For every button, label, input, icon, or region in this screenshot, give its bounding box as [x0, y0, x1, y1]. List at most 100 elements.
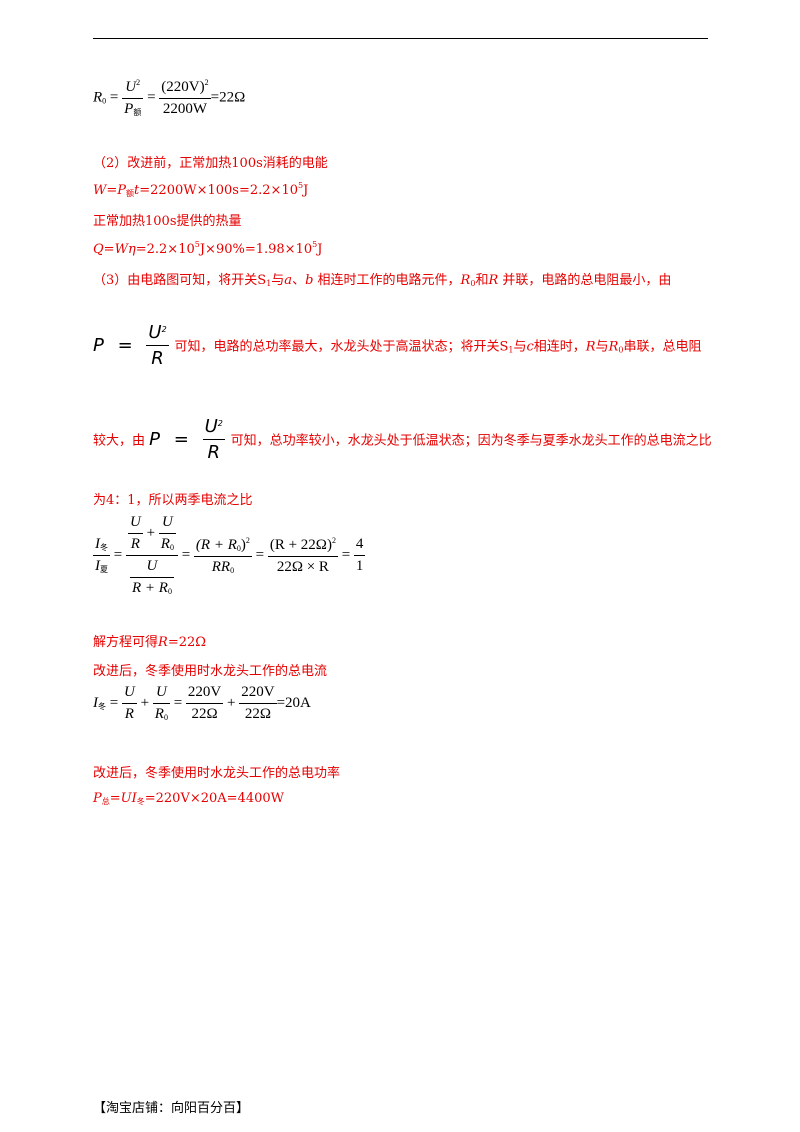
text-a: （3）由电路图可知，将开关S [93, 273, 267, 288]
var-u: U [127, 514, 143, 534]
var-p: P [117, 183, 127, 198]
sub-winter: 冬 [100, 543, 108, 552]
t1-num: (R + R [195, 536, 237, 553]
pow-2: 2 [136, 78, 141, 87]
text-b: 与 [271, 273, 285, 288]
sub-total: 总 [101, 797, 110, 806]
den-22ohm-2: 22Ω [244, 706, 271, 722]
sub-0: 0 [167, 587, 172, 596]
t2-den: 22Ω × R [276, 558, 329, 575]
unit-j: J [303, 183, 309, 198]
var-r: R [130, 536, 140, 552]
text-2b: 与 [513, 339, 527, 355]
var-r: R [207, 442, 220, 463]
heat-title: 正常加热100s提供的热量 [93, 214, 242, 229]
var-q: Q [93, 242, 104, 257]
var-ui: UI [120, 791, 137, 806]
var-p: P [124, 101, 134, 117]
var-r: R [154, 706, 164, 722]
sub-rated: 额 [133, 108, 142, 117]
val-a: =2.2×10 [135, 242, 195, 257]
text-h: 和 [475, 273, 489, 288]
var-r: R [585, 339, 596, 355]
formula-p: P = U2 R [93, 322, 169, 369]
var-r: R [488, 273, 499, 288]
solve-value: =22Ω [167, 635, 207, 650]
frac-4-1: 4 1 [353, 536, 366, 575]
energy-value: =2200W×100s=2.2×10 [139, 183, 298, 198]
frac-u2-r-2: U2 R [202, 416, 225, 463]
var-u: U [148, 322, 162, 343]
section-2-title: （2）改进前，正常加热100s消耗的电能 [93, 156, 328, 171]
den-22ohm: 22Ω [191, 706, 218, 722]
var-p: P [149, 428, 161, 450]
section-3-line3: 较大，由 P = U2 R 可知，总功率较小，水龙头处于低温状态；因为冬季与夏季… [93, 416, 712, 463]
sub-0: 0 [102, 96, 107, 106]
var-a: a [284, 273, 293, 288]
pow-2: 2 [161, 325, 167, 334]
pow-2: 2 [217, 419, 223, 428]
num-220v: 220V [185, 684, 224, 704]
num-4: 4 [353, 536, 366, 556]
var-p: P [93, 334, 104, 356]
plus: + [146, 524, 156, 541]
frac-values: (220V)2 2200W [159, 78, 211, 118]
sub-0: 0 [618, 345, 624, 355]
sub-1: 1 [266, 279, 272, 288]
equation-r0: R0 = U2 P额 = (220V)2 2200W =22Ω [93, 78, 246, 118]
frac-t2: (R + 22Ω)2 22Ω × R [267, 535, 338, 576]
var-r0: R [160, 536, 170, 552]
sub-1: 1 [508, 345, 514, 355]
sub-rated: 额 [126, 189, 135, 198]
frac-u2-r: U2 R [146, 322, 169, 369]
frac-t1: (R + R0)2 RR0 [193, 535, 252, 575]
text-2d: 与 [595, 339, 609, 355]
var-b: b [305, 273, 314, 288]
unit-j: J [317, 242, 323, 257]
var-r0: R [460, 273, 471, 288]
val-b: J×90%=1.98×10 [199, 242, 313, 257]
var-c: c [526, 339, 534, 355]
var-i: I [95, 558, 100, 574]
var-u: U [152, 684, 170, 704]
exp-5: 5 [297, 181, 304, 190]
sub-0: 0 [169, 543, 174, 552]
pow-2b: 2 [204, 78, 209, 87]
text-2e: 串联，总电阻 [623, 339, 702, 355]
exp-5b: 5 [312, 240, 318, 249]
t1-den: RR [211, 558, 231, 575]
result-20a: =20A [276, 694, 311, 711]
num-220v-2: 220V [239, 684, 277, 704]
text-f: 相连时工作的电路元件， [313, 273, 461, 288]
energy-formula: W=P额t=2200W×100s=2.2×105J [93, 181, 308, 199]
winter-power-title: 改进后，冬季使用时水龙头工作的总电功率 [93, 766, 341, 781]
header-rule [93, 38, 708, 39]
var-w-eta: Wη [114, 242, 136, 257]
var-t: t [134, 183, 140, 198]
final-value: =220V×20A=4400W [144, 791, 285, 806]
var-u: U [158, 514, 176, 534]
var-r0: R [608, 339, 619, 355]
final-power: P总=UI冬=220V×20A=4400W [93, 791, 284, 807]
sub-0: 0 [163, 713, 168, 722]
var-r: R [151, 348, 164, 369]
var-r: R [93, 89, 103, 106]
section-3-line4: 为4：1，所以两季电流之比 [93, 493, 253, 508]
sub-summer: 夏 [100, 565, 108, 574]
section-3-line1: （3）由电路图可知，将开关S1与a、b 相连时工作的电路元件，R0和R 并联，电… [93, 269, 671, 288]
solve-text: 解方程可得 [93, 635, 159, 650]
exp-5: 5 [194, 240, 200, 249]
pow-2: 2 [245, 535, 250, 545]
sub-winter: 冬 [98, 701, 106, 711]
var-u: U [129, 558, 174, 578]
var-r: R [158, 635, 168, 650]
text-j: 并联，电路的总电阻最小，由 [498, 273, 672, 288]
text-3b: 可知，总功率较小，水龙头处于低温状态；因为冬季与夏季水龙头工作的总电流之比 [230, 433, 712, 449]
var-i: I [93, 694, 98, 711]
pow-2: 2 [331, 535, 336, 545]
text-3a: 较大，由 [93, 433, 146, 449]
sub-0: 0 [236, 543, 241, 553]
footer-shop: 【淘宝店铺：向阳百分百】 [93, 1101, 250, 1116]
